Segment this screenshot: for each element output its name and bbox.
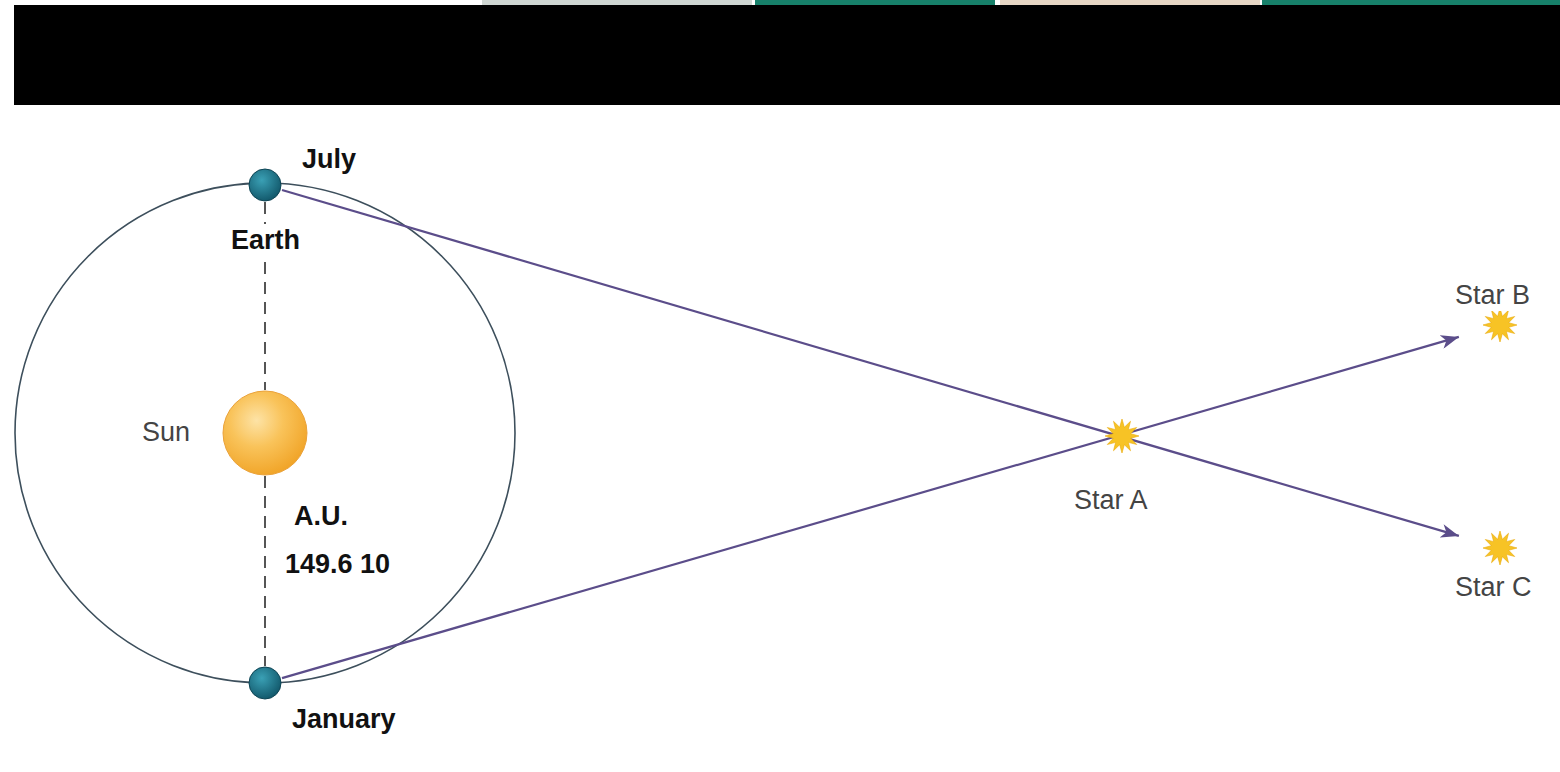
star-a: Star A <box>1102 416 1142 456</box>
star-c: Star C <box>1480 528 1520 568</box>
sight-line <box>282 337 1459 678</box>
object-label: Star A <box>1072 484 1150 516</box>
sight-line <box>282 190 1459 536</box>
sun-outline <box>222 390 308 476</box>
earth-orbit <box>15 183 515 683</box>
sun: Sun <box>222 390 308 476</box>
earth-outline <box>248 666 282 700</box>
object-label: Sun <box>140 416 192 448</box>
object-label: Star C <box>1453 571 1534 603</box>
distance-label: A.U. <box>292 500 350 532</box>
sun-disc <box>223 391 307 475</box>
au-dashed-line <box>264 476 266 666</box>
earth-outline <box>248 168 282 202</box>
star-burst <box>1483 531 1517 565</box>
star-b: Star B <box>1480 305 1520 345</box>
star-outline <box>1480 305 1520 345</box>
star-outline <box>1102 416 1142 456</box>
object-label: Earth <box>229 224 302 256</box>
object-label: January <box>290 703 398 735</box>
object-label: July <box>300 143 358 175</box>
black-banner <box>14 5 1560 105</box>
star-outline <box>1480 528 1520 568</box>
earth-july: JulyEarth <box>248 168 282 202</box>
star-burst <box>1483 308 1517 342</box>
earth-dot <box>249 667 281 699</box>
earth-january: January <box>248 666 282 700</box>
earth-dot <box>249 169 281 201</box>
star-burst <box>1105 419 1139 453</box>
object-label: Star B <box>1453 279 1532 311</box>
distance-label: 149.6 10 <box>283 548 392 580</box>
